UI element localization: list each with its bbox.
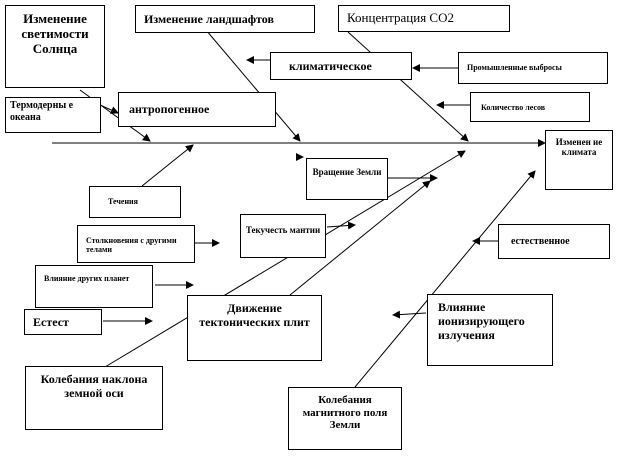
cause-natural-test: Естест: [24, 309, 102, 335]
cause-thermal-ocean-label: Термодерны е океана: [10, 100, 74, 123]
cause-magnetic: Колебания магнитного поля Земли: [288, 387, 402, 450]
cause-axis-tilt-label: Колебания наклона земной оси: [40, 372, 148, 400]
bone-magnetic: [354, 170, 536, 388]
cause-collisions: Столкновения с другими телами: [77, 225, 195, 263]
arrow-thermal: [99, 104, 119, 114]
cause-earth-rotation: Вращение Земли: [306, 158, 388, 200]
cause-forest-amount-label: Количество лесов: [481, 103, 546, 112]
effect-box: Изменен ие климата: [545, 130, 613, 190]
cause-anthropogenic: антропогенное: [118, 92, 276, 127]
cause-axis-tilt: Колебания наклона земной оси: [25, 366, 163, 430]
bone-co2: [347, 31, 469, 142]
cause-ionizing: Влияние ионизирующего излучения: [427, 294, 553, 366]
bone-axis: [104, 150, 466, 368]
effect-label: Изменен ие климата: [555, 137, 603, 158]
bone-landscape: [205, 29, 301, 142]
cause-tectonic-label: Движение тектонических плит: [199, 301, 310, 329]
arrow-currents: [141, 144, 194, 187]
cause-landscape-change: Изменение ландшафтов: [135, 5, 315, 33]
cause-sun-luminosity: Изменение светимости Солнца: [5, 5, 105, 88]
cause-co2: Концентрация СО2: [338, 5, 510, 32]
bone-tectonic: [289, 180, 431, 296]
cause-sun-luminosity-label: Изменение светимости Солнца: [21, 11, 89, 56]
arrow-mantle: [326, 221, 356, 230]
cause-anthropogenic-label: антропогенное: [129, 102, 210, 116]
cause-tectonic: Движение тектонических плит: [187, 295, 322, 361]
cause-earth-rotation-label: Вращение Земли: [312, 167, 382, 177]
cause-co2-label: Концентрация СО2: [347, 10, 454, 25]
cause-natural-test-label: Естест: [33, 315, 69, 329]
cause-natural: естественное: [498, 224, 610, 259]
cause-natural-label: естественное: [511, 236, 570, 247]
cause-mantle-flow: Текучесть мантии: [240, 214, 326, 258]
cause-mantle-flow-label: Текучесть мантии: [245, 225, 321, 235]
cause-industrial-emissions-label: Промышленные выбросы: [467, 63, 562, 72]
cause-currents: Течения: [89, 186, 181, 218]
cause-climatic: климатическое: [270, 52, 412, 80]
cause-landscape-change-label: Изменение ландшафтов: [144, 12, 274, 26]
cause-climatic-label: климатическое: [289, 59, 372, 73]
cause-other-planets-label: Влияние других планет: [44, 274, 130, 283]
cause-currents-label: Течения: [108, 197, 138, 206]
cause-magnetic-label: Колебания магнитного поля Земли: [302, 394, 388, 432]
arrow-ionizing: [392, 310, 427, 319]
cause-thermal-ocean: Термодерны е океана: [5, 97, 101, 133]
cause-collisions-label: Столкновения с другими телами: [86, 236, 177, 255]
cause-industrial-emissions: Промышленные выбросы: [458, 52, 608, 84]
cause-other-planets: Влияние других планет: [35, 265, 153, 308]
cause-forest-amount: Количество лесов: [470, 92, 590, 122]
cause-ionizing-label: Влияние ионизирующего излучения: [438, 300, 525, 342]
